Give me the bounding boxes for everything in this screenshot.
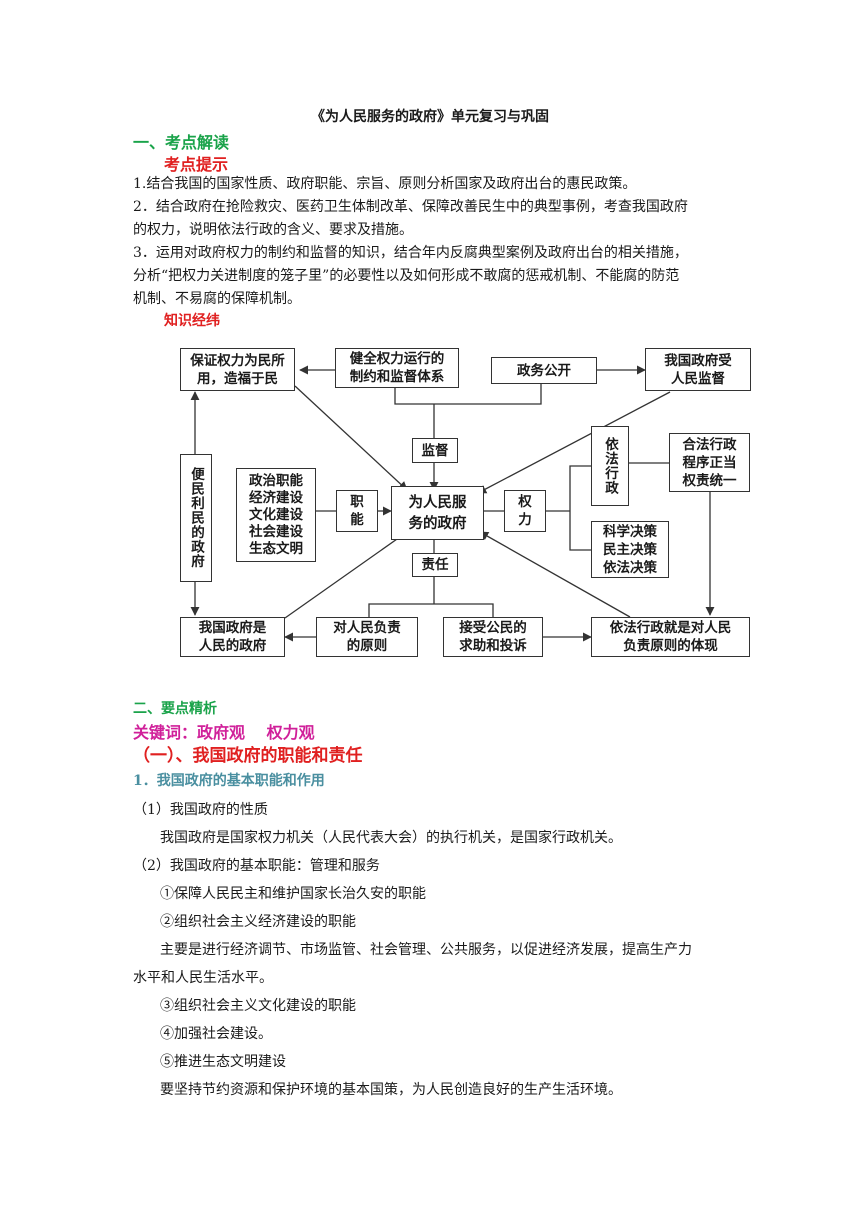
line-nature-heading: （1）我国政府的性质 [133,802,268,818]
line-nature-text: 我国政府是国家权力机关（人民代表大会）的执行机关，是国家行政机关。 [160,830,622,846]
exam-point-3: 3．运用对政府权力的制约和监督的知识，结合年内反腐典型案例及政府出台的相关措施， [133,245,688,261]
line-function-1: ①保障人民民主和维护国家长治久安的职能 [160,886,426,902]
box-supervision-system: 健全权力运行的 制约和监督体系 [335,348,459,388]
box-convenient-government: 便民利民的政府 [180,454,212,582]
box-people-government: 我国政府是 人民的政府 [180,617,285,657]
exam-point-3-end: 机制、不易腐的保障机制。 [133,291,301,307]
box-guarantee-power: 保证权力为民所 用，造福于民 [180,348,295,391]
line-function-3: ③组织社会主义文化建设的职能 [160,998,356,1014]
exam-point-3-cont: 分析“把权力关进制度的笼子里”的必要性以及如何形成不敢腐的惩戒机制、不能腐的防范 [133,268,680,284]
box-decision-making: 科学决策 民主决策 依法决策 [591,521,669,578]
box-legal-procedures: 合法行政 程序正当 权责统一 [669,433,750,492]
line-function-2-detail-cont: 水平和人民生活水平。 [133,970,273,986]
box-law-administration: 依法行政 [591,426,629,506]
box-functions-list: 政治职能 经济建设 文化建设 社会建设 生态文明 [236,468,316,562]
page-title: 《为人民服务的政府》单元复习与巩固 [311,109,549,125]
keywords: 关键词：政府观 权力观 [133,723,315,742]
line-function-4: ④加强社会建设。 [160,1026,272,1042]
line-functions-heading: （2）我国政府的基本职能：管理和服务 [133,858,380,874]
line-function-2: ②组织社会主义经济建设的职能 [160,914,356,930]
exam-point-2: 2．结合政府在抢险救灾、医药卫生体制改革、保障改善民生中的典型事例，考查我国政府 [133,199,688,215]
concept-diagram-lines [190,365,715,642]
line-function-5-detail: 要坚持节约资源和保护环境的基本国策，为人民创造良好的生产生活环境。 [160,1082,622,1098]
box-government-openness: 政务公开 [491,357,597,384]
box-power-label: 权 力 [504,490,546,532]
line-function-5: ⑤推进生态文明建设 [160,1054,286,1070]
box-responsibility: 责任 [412,553,458,577]
box-center-government: 为人民服 务的政府 [391,486,484,540]
box-responsible-principle: 对人民负责 的原则 [316,617,418,657]
exam-point-2-cont: 的权力，说明依法行政的含义、要求及措施。 [133,222,413,238]
line-function-2-detail: 主要是进行经济调节、市场监管、社会管理、公共服务，以促进经济发展，提高生产力 [160,942,692,958]
box-law-embodiment: 依法行政就是对人民 负责原则的体现 [591,617,750,657]
box-functions-label: 职 能 [336,490,378,532]
box-accept-complaints: 接受公民的 求助和投诉 [443,617,543,657]
part1-heading: （一）、我国政府的职能和责任 [133,746,363,766]
box-supervised-by-people: 我国政府受 人民监督 [645,348,751,391]
sub1-heading: 1．我国政府的基本职能和作用 [133,773,325,789]
section2-heading: 二、要点精析 [133,701,217,717]
exam-point-1: 1.结合我国的国家性质、政府职能、宗旨、原则分析国家及政府出台的惠民政策。 [133,176,637,192]
box-supervision: 监督 [412,438,458,463]
section1-heading: 一、考点解读 [133,133,230,152]
knowledge-label: 知识经纬 [164,313,220,329]
section1-subheading: 考点提示 [164,155,229,174]
